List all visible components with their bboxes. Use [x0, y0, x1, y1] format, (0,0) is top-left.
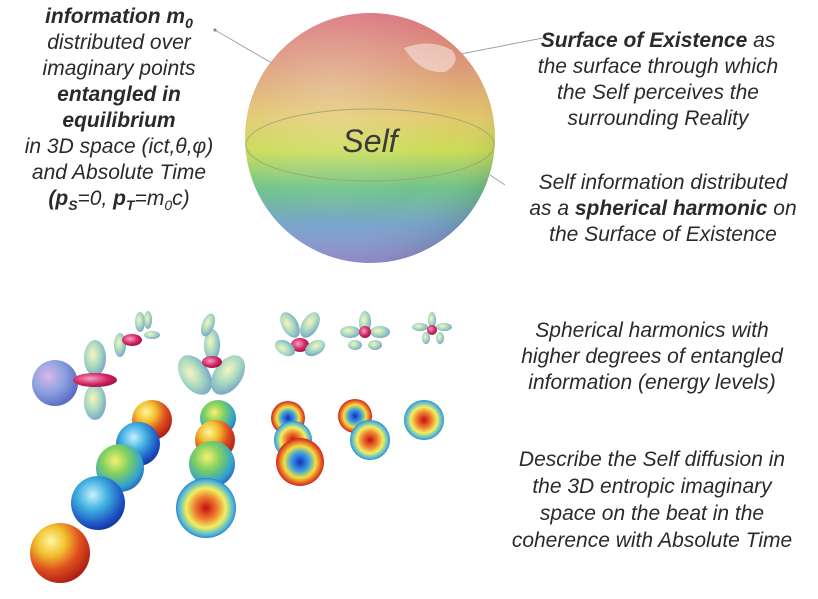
left-line-2: distributed over: [47, 31, 191, 54]
spherical-harmonics-grid: [30, 311, 452, 583]
self-sphere: [245, 13, 495, 263]
diffusion-line-1: Describe the Self diffusion in: [518, 448, 786, 471]
diffusion-line-3: space on the beat in the: [539, 502, 765, 525]
left-description: information m0 distributed over imaginar…: [0, 4, 238, 212]
surface-line-4: surrounding Reality: [567, 107, 749, 130]
harmonic-l1: [73, 340, 117, 420]
harmonic-l2: [177, 313, 246, 395]
surface-description: Surface of Existence as the surface thro…: [508, 28, 808, 132]
left-line-4: entangled in: [57, 83, 181, 106]
left-line-6: in 3D space (ict,θ,φ): [24, 135, 214, 158]
surface-line-3: the Self perceives the: [557, 81, 759, 104]
spherical-harmonic-term: spherical harmonic: [574, 197, 768, 220]
harmonic-l4: [340, 311, 390, 350]
higher-line-1: Spherical harmonics with: [535, 319, 769, 342]
harmonic-sphere-1e: [30, 523, 90, 583]
higher-degrees-description: Spherical harmonics with higher degrees …: [486, 318, 818, 396]
harmonic-sphere-4b: [350, 420, 390, 460]
momentum-line: (pS=0, pT=m0c): [48, 187, 190, 214]
left-line-7: and Absolute Time: [31, 161, 207, 184]
harmonic-l1c: [144, 311, 160, 339]
harmonic-sphere-2c: [189, 441, 235, 487]
harmonic-line-3: the Surface of Existence: [549, 223, 777, 246]
left-line-5: equilibrium: [62, 109, 176, 132]
harmonic-description: Self information distributed as a spheri…: [508, 170, 818, 248]
diffusion-line-4: coherence with Absolute Time: [511, 529, 793, 552]
sphere-highlight: [404, 43, 456, 73]
surface-title: Surface of Existence: [540, 29, 748, 52]
left-line-3: imaginary points: [42, 57, 196, 80]
harmonic-l0: [32, 360, 78, 406]
information-label: information m: [45, 5, 186, 28]
harmonic-sphere-3c: [276, 438, 324, 486]
harmonic-l5: [412, 312, 452, 344]
harmonic-sphere-2d: [176, 478, 236, 538]
higher-line-3: information (energy levels): [528, 371, 776, 394]
harmonic-l1b: [114, 312, 145, 357]
surface-line-2: the surface through which: [537, 55, 779, 78]
self-label: Self: [342, 123, 400, 159]
diffusion-description: Describe the Self diffusion in the 3D en…: [486, 446, 818, 554]
harmonic-line-1: Self information distributed: [538, 171, 788, 194]
leader-line-harmonic: [489, 174, 506, 186]
harmonic-l3: [274, 312, 326, 357]
harmonic-sphere-1d: [71, 476, 125, 530]
diffusion-line-2: the 3D entropic imaginary: [532, 475, 772, 498]
harmonic-sphere-5a: [404, 400, 444, 440]
equator-ellipse: [245, 108, 495, 182]
m0-subscript: 0: [185, 15, 193, 32]
higher-line-2: higher degrees of entangled: [521, 345, 783, 368]
